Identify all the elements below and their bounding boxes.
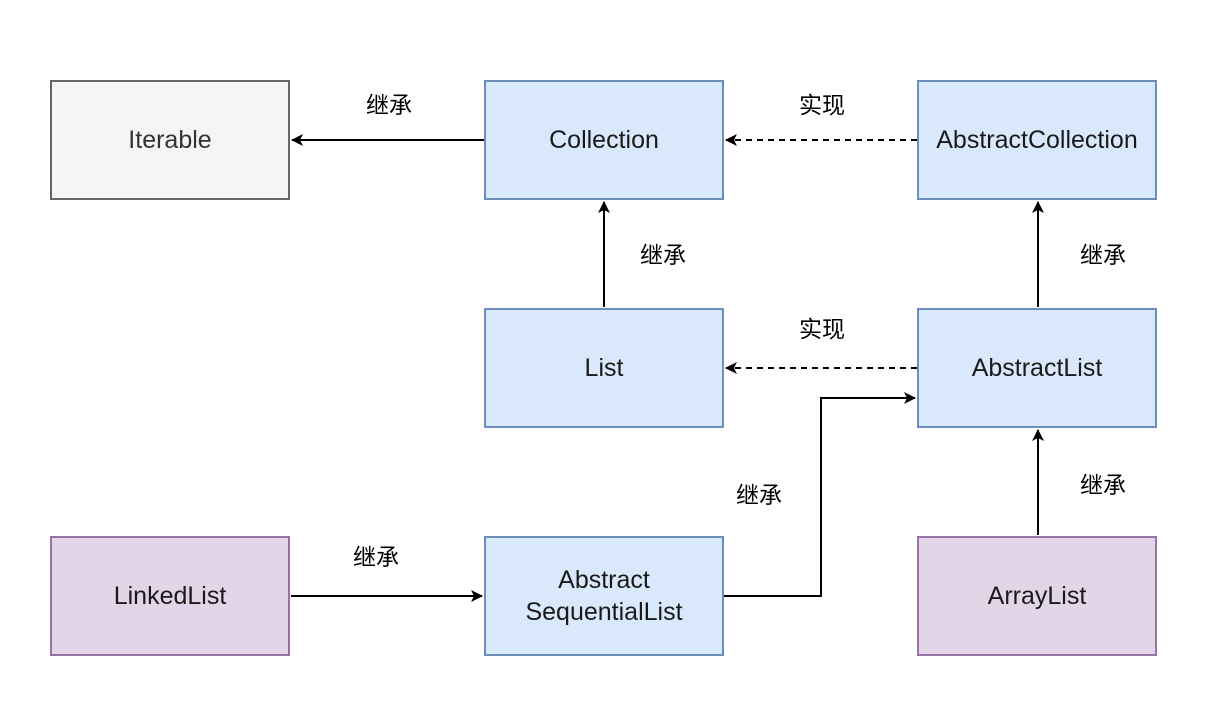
node-abstract-sequential-list-label: Abstract SequentialList [525, 566, 683, 626]
node-list[interactable]: List [484, 308, 724, 428]
node-abstract-sequential-list[interactable]: Abstract SequentialList [484, 536, 724, 656]
label-linkedlist-to-abstractsequentiallist: 继承 [353, 545, 399, 571]
node-abstract-collection[interactable]: AbstractCollection [917, 80, 1157, 200]
label-collection-to-iterable: 继承 [366, 93, 412, 119]
node-list-label: List [584, 354, 624, 382]
node-collection[interactable]: Collection [484, 80, 724, 200]
label-abstractsequentiallist-to-abstractlist: 继承 [736, 483, 782, 509]
label-list-to-collection: 继承 [640, 243, 686, 269]
label-abstractcollection-to-collection: 实现 [799, 93, 845, 119]
node-collection-label: Collection [549, 126, 659, 154]
label-abstractlist-to-abstractcollection: 继承 [1080, 243, 1126, 269]
node-abstract-list[interactable]: AbstractList [917, 308, 1157, 428]
node-array-list-label: ArrayList [987, 582, 1087, 610]
label-abstractlist-to-list: 实现 [799, 317, 845, 343]
node-abstract-collection-label: AbstractCollection [936, 126, 1138, 154]
node-array-list[interactable]: ArrayList [917, 536, 1157, 656]
node-linked-list[interactable]: LinkedList [50, 536, 290, 656]
node-iterable-label: Iterable [128, 126, 212, 154]
label-arraylist-to-abstractlist: 继承 [1080, 473, 1126, 499]
node-iterable[interactable]: Iterable [50, 80, 290, 200]
edge-abstractsequentiallist-to-abstractlist [724, 392, 916, 597]
node-linked-list-label: LinkedList [113, 582, 227, 610]
node-abstract-list-label: AbstractList [971, 354, 1103, 382]
